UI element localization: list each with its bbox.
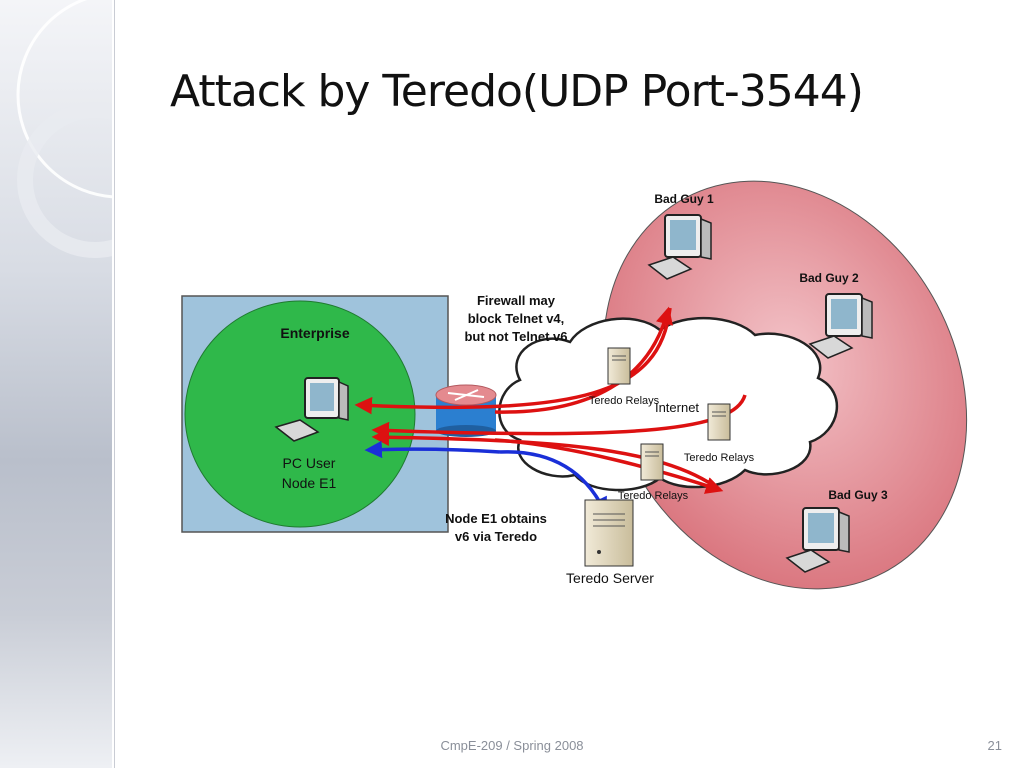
teredo-relays-label-1: Teredo Relays	[589, 395, 660, 407]
server-icon	[707, 403, 731, 441]
attack-path-to-bad-guy-3	[494, 438, 724, 494]
node-note-line-1: Node E1 obtains	[445, 511, 547, 526]
internet-label: Internet	[655, 400, 699, 415]
teredo-server-icon	[584, 499, 634, 567]
bad-guy-2-monitor-icon	[808, 293, 873, 359]
node-e1-label: Node E1	[282, 475, 337, 491]
bad-guy-2-label: Bad Guy 2	[799, 271, 859, 285]
bad-guy-1-monitor-icon	[647, 214, 712, 280]
attack-arrow-bad-guy-2	[371, 394, 747, 440]
attack-path-to-bad-guy-1	[494, 306, 673, 414]
teredo-relays-label-3: Teredo Relays	[618, 490, 689, 502]
enterprise-label: Enterprise	[280, 325, 349, 341]
slide-title: Attack by Teredo(UDP Port-3544)	[170, 66, 864, 117]
firewall-note-line-2: block Telnet v4,	[468, 311, 565, 326]
pc-user-label: PC User	[283, 455, 336, 471]
firewall-note-line-1: Firewall may	[477, 293, 556, 308]
teredo-relays-label-2: Teredo Relays	[684, 452, 755, 464]
pc-user-monitor-icon	[274, 377, 349, 442]
page-number: 21	[987, 738, 1002, 753]
server-icon	[640, 443, 664, 481]
bad-guy-3-monitor-icon	[785, 507, 850, 573]
attack-arrow-bad-guy-1	[354, 307, 672, 415]
attack-arrow-bad-guy-3	[371, 428, 722, 492]
bad-guy-1-label: Bad Guy 1	[654, 192, 714, 206]
enterprise-zone	[184, 300, 416, 528]
slide-sidebar-decoration	[0, 0, 114, 768]
firewall-note-line-3: but not Telnet v6	[464, 329, 567, 344]
bad-guy-3-label: Bad Guy 3	[828, 488, 888, 502]
decorative-rings	[16, 0, 112, 258]
slide-footer: CmpE-209 / Spring 2008	[440, 738, 584, 753]
teredo-arrow-to-node	[364, 440, 501, 459]
router-icon	[435, 384, 497, 437]
node-note-line-2: v6 via Teredo	[455, 529, 537, 544]
teredo-server-label: Teredo Server	[566, 570, 654, 586]
teredo-arrow-to-server	[499, 450, 607, 516]
server-icon	[607, 347, 631, 385]
